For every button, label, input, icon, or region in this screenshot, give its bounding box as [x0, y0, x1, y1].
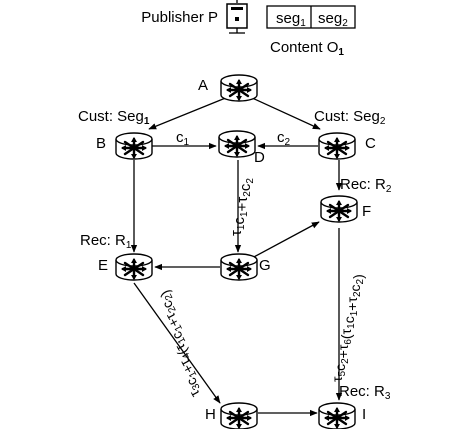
formula-token: (: [174, 346, 190, 358]
formula-subscript: 1: [349, 310, 360, 316]
router-icon: [219, 401, 259, 429]
formula-token: (: [338, 334, 354, 339]
content-seg2: seg2: [318, 10, 348, 29]
edge-label-c-d: c2: [277, 129, 291, 148]
content-box: [266, 5, 356, 29]
edge-e-h: [133, 282, 221, 404]
edge-g-f: [251, 221, 320, 259]
formula-subscript: 2: [352, 291, 363, 297]
node-a-label: A: [198, 77, 208, 94]
formula-token: c: [332, 364, 348, 371]
formula-token: ): [350, 274, 366, 279]
formula-subscript: 1: [187, 369, 200, 379]
formula-subscript: 3: [190, 381, 203, 391]
node-f-label: F: [362, 203, 371, 220]
content-label: Content O1: [270, 39, 344, 58]
formula-token: c: [347, 284, 363, 291]
node-f-role: Rec: R2: [340, 176, 392, 195]
node-c-label: C: [365, 135, 376, 152]
formula-subscript: 2: [242, 191, 253, 197]
formula-token: c: [231, 217, 248, 225]
edge-label-f-i: τ5c2+τ6(τ1c1+τ2c2): [329, 274, 366, 382]
formula-token: c: [237, 183, 254, 191]
server-icon: [226, 0, 248, 34]
router-icon: [217, 129, 257, 159]
formula-subscript: 2: [340, 358, 351, 364]
node-h-label: H: [205, 406, 216, 423]
node-b-label: B: [96, 135, 106, 152]
edge-label-b-d: c1: [176, 129, 190, 148]
formula-subscript: 1: [346, 323, 357, 329]
node-e-label: E: [98, 257, 108, 274]
router-icon: [319, 194, 359, 224]
formula-token: +: [234, 202, 251, 211]
formula-token: τ: [228, 230, 245, 236]
router-icon: [317, 131, 357, 161]
formula-token: τ: [329, 376, 345, 382]
formula-subscript: 2: [166, 304, 179, 314]
edge-label-d-g: τ1c1+τ2c2: [228, 178, 256, 236]
node-d-label: D: [254, 149, 265, 166]
formula-subscript: 6: [343, 339, 354, 345]
edges: [130, 96, 343, 417]
formula-token: τ: [338, 328, 354, 334]
node-i-role: Rec: R3: [339, 383, 391, 402]
content-seg1: seg1: [276, 10, 306, 29]
router-icon: [114, 252, 154, 282]
formula-subscript: 2: [163, 291, 176, 301]
formula-subscript: 1: [239, 211, 250, 217]
formula-token: ): [156, 288, 172, 300]
formula-subscript: 5: [337, 370, 348, 376]
formula-subscript: 4: [181, 350, 194, 360]
edge-a-b: [148, 96, 229, 130]
formula-token: +: [344, 303, 360, 311]
router-icon: [219, 252, 259, 282]
formula-subscript: 1: [236, 224, 247, 230]
node-e-role: Rec: R1: [80, 232, 132, 251]
publisher-label: Publisher P: [141, 9, 218, 26]
router-icon: [219, 73, 259, 103]
router-icon: [114, 131, 154, 161]
formula-token: τ: [234, 197, 251, 203]
formula-subscript: 1: [173, 322, 186, 332]
formula-token: τ: [335, 344, 351, 350]
formula-token: c: [341, 316, 357, 323]
node-b-role: Cust: Seg1: [78, 108, 150, 127]
node-g-label: G: [259, 257, 271, 274]
formula-subscript: 1: [176, 335, 189, 345]
node-c-role: Cust: Seg2: [314, 108, 386, 127]
formula-token: +: [335, 350, 351, 358]
router-icon: [317, 401, 357, 429]
formula-subscript: 2: [245, 178, 256, 184]
node-i-label: I: [362, 406, 366, 423]
formula-subscript: 2: [355, 278, 366, 284]
formula-token: τ: [344, 297, 360, 303]
edge-label-e-h: τ3c1+τ4(τ1c1+τ2c2): [138, 288, 221, 401]
edge-a-c: [249, 96, 321, 130]
